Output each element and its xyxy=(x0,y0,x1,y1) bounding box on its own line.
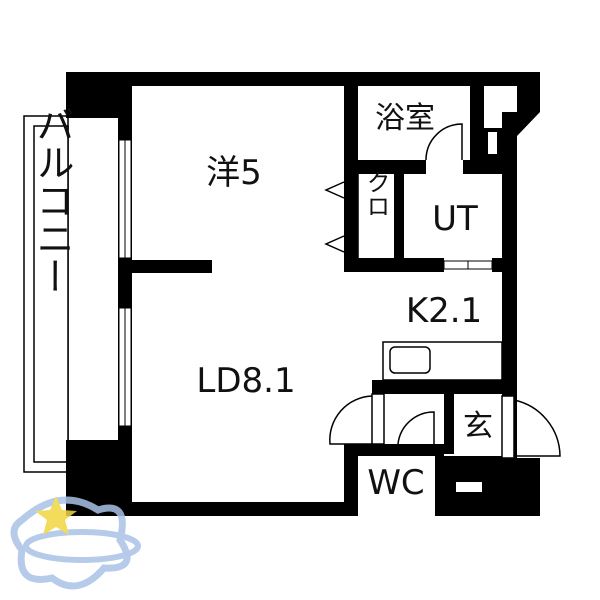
watermark-logo xyxy=(10,496,141,590)
kitchen-label: K2.1 xyxy=(406,291,482,331)
front-door xyxy=(501,395,561,459)
wet-area-walls xyxy=(344,86,502,272)
meter-box xyxy=(456,482,482,492)
wc-door xyxy=(397,411,435,445)
closet-doors xyxy=(324,181,345,253)
utility-label: UT xyxy=(432,199,478,239)
bath-door xyxy=(425,123,463,161)
balcony xyxy=(23,115,69,473)
living-dining-label: LD8.1 xyxy=(196,361,295,401)
entrance-walls xyxy=(344,380,502,516)
closet-label: クロ xyxy=(362,170,390,218)
entrance-label: 玄 xyxy=(463,409,493,444)
shaft xyxy=(488,132,497,154)
balcony-label: バルコニー xyxy=(30,105,74,295)
left-windows xyxy=(118,139,132,427)
ut-opening xyxy=(443,260,493,270)
ld-door xyxy=(329,395,373,445)
western-room-label: 洋5 xyxy=(206,153,262,193)
ld-door-frame xyxy=(371,393,385,445)
star-icon xyxy=(35,496,77,535)
kitchen-counter xyxy=(382,341,503,381)
bath-label: 浴室 xyxy=(375,101,435,136)
toilet-label: WC xyxy=(367,463,424,503)
partition-wall xyxy=(132,260,212,273)
